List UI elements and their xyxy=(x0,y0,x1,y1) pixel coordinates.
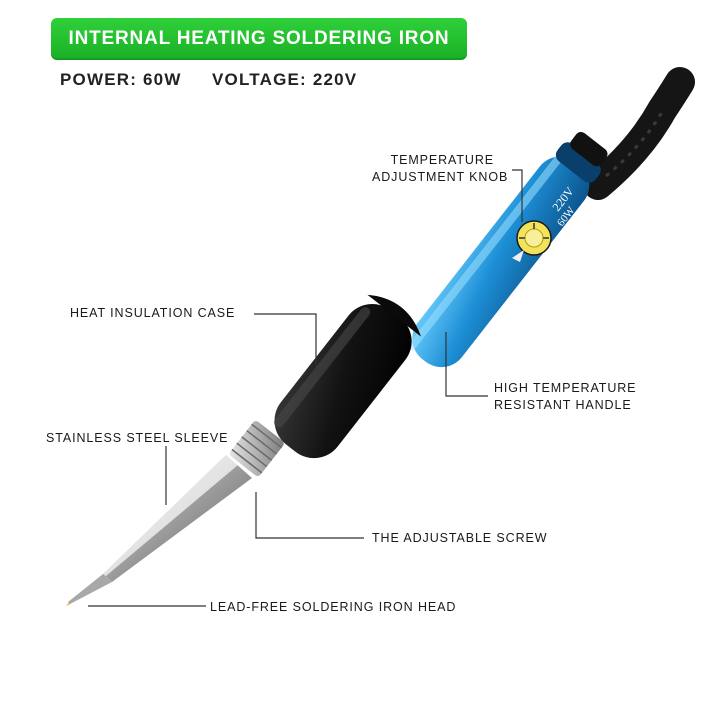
soldering-iron-tip xyxy=(66,574,112,606)
callout-handle-line1: HIGH TEMPERATURE xyxy=(494,381,637,395)
temperature-knob-icon xyxy=(512,220,552,262)
callout-handle-line2: RESISTANT HANDLE xyxy=(494,398,632,412)
banner-title: INTERNAL HEATING SOLDERING IRON xyxy=(68,28,450,49)
leader-heat-case xyxy=(254,313,317,372)
leader-temperature xyxy=(512,169,523,222)
blue-handle xyxy=(408,131,608,368)
power-spec: POWER: 60W xyxy=(60,70,182,89)
callout-stainless-sleeve: STAINLESS STEEL SLEEVE xyxy=(46,431,229,445)
callout-iron-head: LEAD-FREE SOLDERING IRON HEAD xyxy=(210,600,457,614)
callout-leader-lines xyxy=(88,169,523,607)
voltage-spec: VOLTAGE: 220V xyxy=(212,70,358,89)
power-cable xyxy=(583,67,695,200)
leader-screw xyxy=(255,492,364,539)
callout-temperature-line1: TEMPERATURE xyxy=(390,153,494,167)
callout-temperature-line2: ADJUSTMENT KNOB xyxy=(372,170,509,184)
title-banner: INTERNAL HEATING SOLDERING IRON xyxy=(51,18,467,60)
callout-handle: HIGH TEMPERATURE RESISTANT HANDLE xyxy=(494,380,636,414)
callout-heat-insulation-case: HEAT INSULATION CASE xyxy=(70,306,236,320)
stainless-steel-sleeve xyxy=(103,455,252,582)
adjustable-screw-nut xyxy=(229,421,284,476)
callout-adjustable-screw: THE ADJUSTABLE SCREW xyxy=(372,531,548,545)
callout-temperature-knob: TEMPERATURE ADJUSTMENT KNOB xyxy=(372,152,509,186)
leader-handle xyxy=(445,332,488,397)
heat-insulation-case xyxy=(274,294,421,459)
